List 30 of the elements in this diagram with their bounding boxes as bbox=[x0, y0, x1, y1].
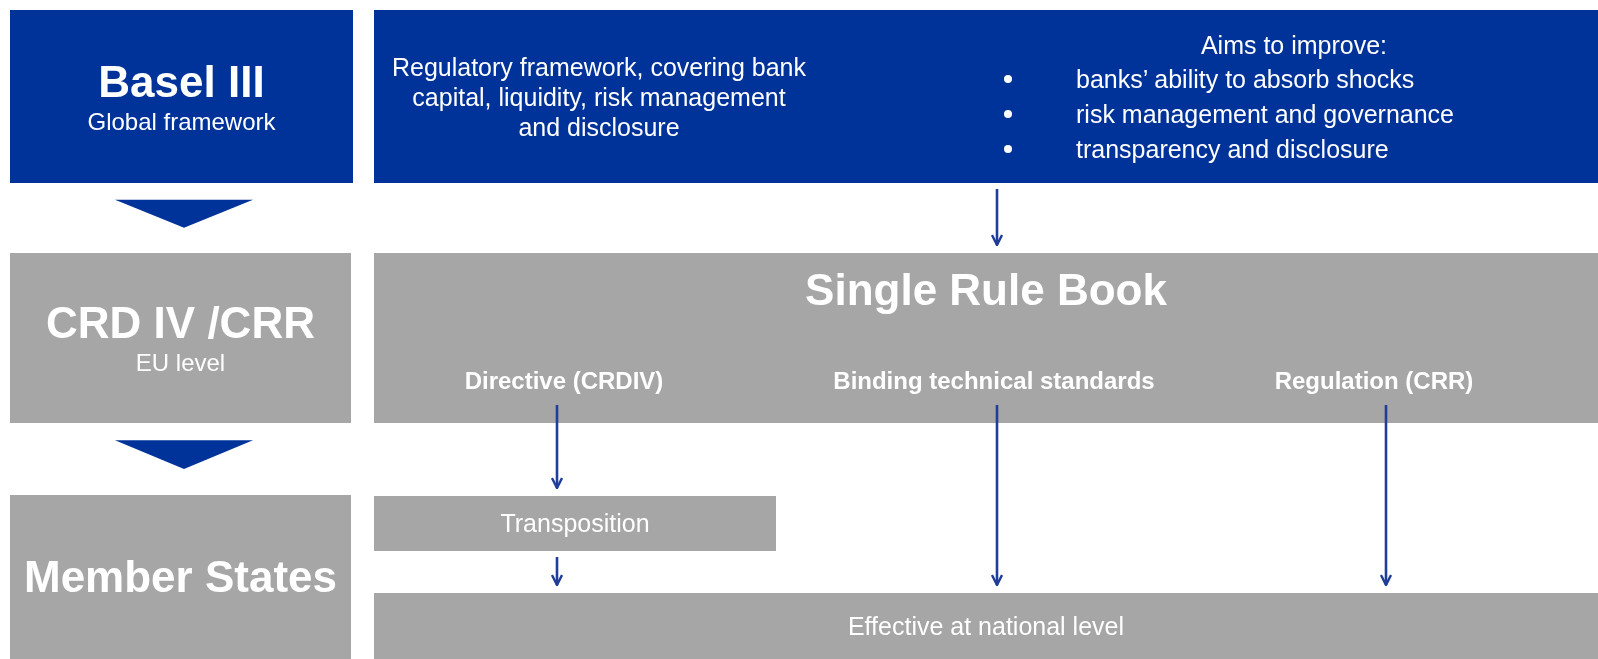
process-text: Transposition bbox=[500, 509, 650, 538]
rule-book-box bbox=[374, 253, 1598, 423]
chevron-arrow bbox=[115, 440, 253, 470]
column-heading: Binding technical standards bbox=[774, 363, 1214, 399]
list-heading: Aims to improve: bbox=[1199, 30, 1389, 60]
process-text: Effective at national level bbox=[847, 611, 1125, 641]
level-box bbox=[10, 253, 351, 423]
column-heading: Directive (CRDIV) bbox=[434, 363, 694, 399]
chevron-arrow bbox=[115, 199, 253, 228]
arrow bbox=[1379, 405, 1393, 587]
level-title: Basel III bbox=[98, 56, 265, 107]
rule-book-title: Single Rule Book bbox=[804, 265, 1168, 315]
level-box bbox=[10, 495, 351, 659]
process-box bbox=[374, 496, 776, 551]
arrow bbox=[550, 405, 564, 490]
bullet-text: banks’ ability to absorb shocks bbox=[1076, 65, 1415, 93]
bullet-text: risk management and governance bbox=[1076, 100, 1454, 128]
column-heading: Regulation (CRR) bbox=[1214, 363, 1534, 399]
description-text: Regulatory framework, covering bank capital, liquidity, risk management and disclosure bbox=[390, 52, 808, 142]
level-box bbox=[10, 10, 353, 183]
description-box bbox=[374, 10, 1598, 183]
process-box bbox=[374, 593, 1598, 659]
arrow bbox=[990, 189, 1004, 247]
arrow bbox=[990, 405, 1004, 587]
level-title: CRD IV /CRR bbox=[46, 298, 315, 348]
level-title: Member States bbox=[24, 552, 337, 602]
level-subtitle: EU level bbox=[135, 348, 226, 378]
level-subtitle: Global framework bbox=[87, 106, 276, 137]
bullet-text: transparency and disclosure bbox=[1076, 135, 1389, 163]
arrow bbox=[550, 557, 564, 587]
